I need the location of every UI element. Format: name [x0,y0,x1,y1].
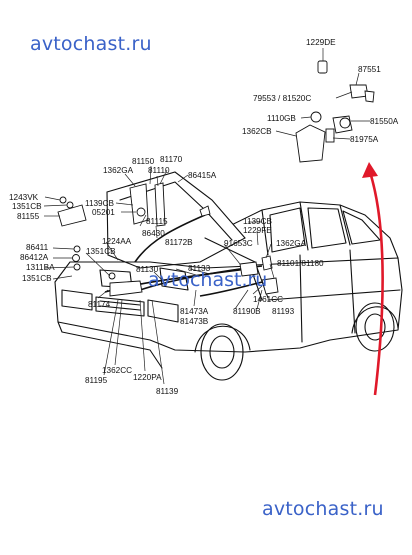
leader-lines [43,48,370,385]
label-87551: 87551 [358,65,381,74]
part-lock-cylinder-group [295,60,375,163]
label-81195: 81195 [85,376,108,385]
label-1351CB-b: 1351CB [86,247,116,256]
label-1362GA-left: 1362GA [103,166,134,175]
watermark-center: avtochast.ru [148,269,267,291]
label-1351CB-c: 1351CB [22,274,52,283]
label-81473B: 81473B [180,317,209,326]
label-86415A: 86415A [188,171,217,180]
label-79553: 79553 / 81520C [253,94,311,103]
label-1220PA: 1220PA [133,373,162,382]
label-86430: 86430 [142,229,165,238]
watermark-top: avtochast.ru [30,33,152,55]
part-hood-latch-group [57,182,279,297]
label-81130: 81130 [136,265,159,274]
label-1461CC: 1461CC [253,295,283,304]
label-81155: 81155 [17,212,40,221]
label-91653C: 91653C [224,239,253,248]
label-1139CB-left: 1139CB [85,199,115,208]
label-81193: 81193 [272,307,295,316]
label-1229FE: 1229FE [243,226,272,235]
label-81190B: 81190B [233,307,261,316]
label-86411: 86411 [26,243,49,252]
label-1362CB-top: 1362CB [242,127,272,136]
label-86412A: 86412A [20,253,49,262]
label-81550A: 81550A [370,117,399,126]
label-81101: 81101/81180 [277,259,324,268]
direction-arrow [362,162,384,396]
label-05201: 05201 [92,208,115,217]
label-81170: 81170 [160,155,183,164]
label-81139: 81139 [156,387,179,396]
label-1351CB-a: 1351CB [12,202,42,211]
label-1224AA: 1224AA [102,237,132,246]
watermark-bottom: avtochast.ru [262,498,384,520]
label-81133: 81133 [188,264,211,273]
label-1110GB: 1110GB [267,114,296,123]
label-1139CB-right: 1139CB [243,217,273,226]
label-81115: 81115 [146,217,168,226]
part-labels: 1229DE 87551 79553 / 81520C 1110GB 81550… [9,38,399,396]
label-1243VK: 1243VK [9,193,39,202]
label-1362GA-right: 1362GA [276,239,307,248]
label-81110: 81110 [148,166,170,175]
label-81174: 81174 [88,300,111,309]
label-81473A: 81473A [180,307,209,316]
label-81172B: 81172B [165,238,193,247]
label-81975A: 81975A [350,135,379,144]
label-81150: 81150 [132,157,155,166]
label-1362CC: 1362CC [102,366,132,375]
label-1229DE: 1229DE [306,38,336,47]
label-1311BA: 1311BA [26,263,55,272]
